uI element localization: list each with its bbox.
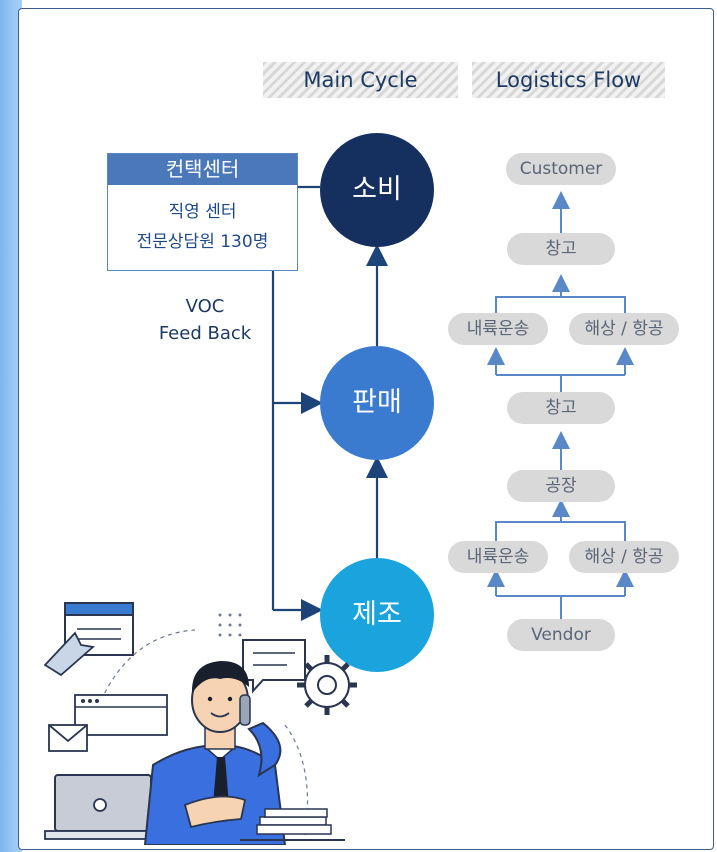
laptop-icon: [44, 774, 162, 840]
contact-center-line1: 직영 센터: [168, 202, 237, 222]
consumption-node: 소비: [320, 133, 434, 247]
sales-node: 판매: [320, 346, 434, 460]
merge-upper: [495, 296, 626, 313]
envelope-icon: [48, 724, 88, 752]
agent-person: [143, 661, 287, 845]
contact-center-box: 컨택센터 직영 센터 전문상담원 130명: [107, 153, 298, 271]
call-center-agent-illustration: [43, 602, 357, 845]
chat-bubble-icon: [242, 639, 306, 694]
warehouse-mid-pill: 창고: [507, 392, 615, 424]
paper-stack-icon: [240, 808, 345, 841]
contact-center-title: 컨택센터: [108, 154, 297, 185]
manufacturing-node: 제조: [320, 558, 434, 672]
inland-transport-top-pill: 내륙운송: [448, 313, 548, 345]
sea-air-bottom-pill: 해상 / 항공: [569, 541, 679, 573]
dot-grid: [218, 613, 242, 637]
small-window-icon: [74, 694, 168, 736]
voc-feedback-label: VOC Feed Back: [150, 293, 260, 347]
left-accent-strip: [0, 0, 22, 852]
merge-lower: [495, 521, 626, 541]
warehouse-top-pill: 창고: [507, 233, 615, 265]
sea-air-top-pill: 해상 / 항공: [569, 313, 679, 345]
main-cycle-tag: Main Cycle: [263, 62, 458, 98]
vendor-pill: Vendor: [507, 619, 615, 651]
logistics-flow-tag: Logistics Flow: [472, 62, 665, 98]
cursor-arrow-icon: [43, 631, 96, 677]
factory-pill: 공장: [507, 470, 615, 502]
customer-pill: Customer: [506, 153, 616, 185]
inland-transport-bottom-pill: 내륙운송: [448, 541, 548, 573]
feedback-label: Feed Back: [158, 323, 252, 344]
voc-label: VOC: [185, 296, 225, 317]
contact-center-line2: 전문상담원 130명: [136, 232, 269, 252]
gear-icon: [297, 655, 357, 715]
